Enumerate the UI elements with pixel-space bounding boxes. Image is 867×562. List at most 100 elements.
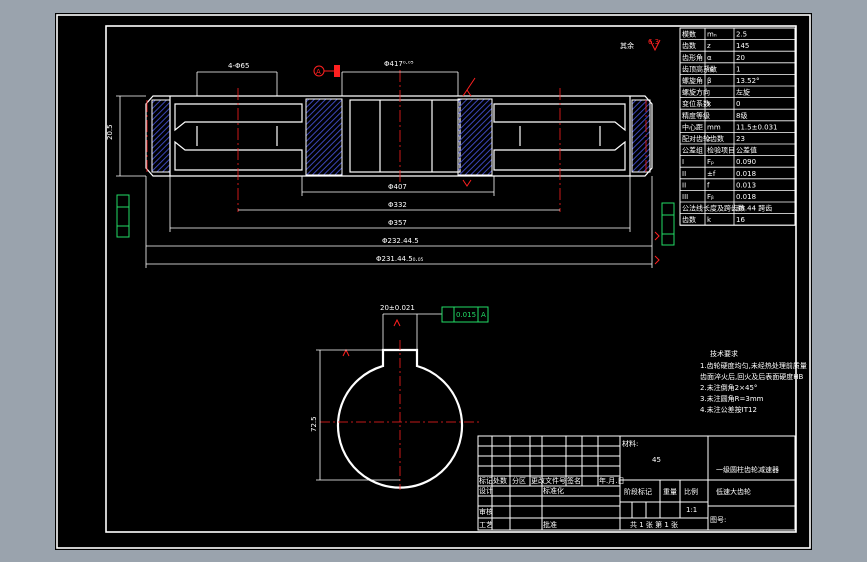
param-table-cell: 变位系数 bbox=[682, 99, 710, 108]
roughness-marks bbox=[342, 39, 661, 357]
dim-root: Φ232.44.5 bbox=[382, 237, 419, 245]
roughness-value: 6.3 bbox=[648, 38, 659, 46]
center-lines bbox=[146, 70, 647, 212]
dim-hub: Φ407 bbox=[388, 183, 407, 191]
row-standard: 标准化 bbox=[543, 486, 564, 495]
dimension-texts: 4-Φ65 Φ417⁰·⁰⁵ Φ407 Φ332 Φ357 Φ232.44.5 … bbox=[106, 60, 424, 263]
dimension-lines bbox=[116, 71, 653, 268]
stage-label: 阶段标记 bbox=[624, 487, 652, 496]
param-table-cell: 精度等级 bbox=[682, 111, 710, 120]
param-table-cell: Fᵦ bbox=[707, 193, 714, 201]
inner-border bbox=[105, 25, 797, 533]
param-table-cell: 23 bbox=[736, 135, 745, 143]
keyway-depth: 72.5 bbox=[310, 416, 318, 432]
param-table-cell: 齿形角 bbox=[682, 53, 703, 62]
param-table-cell: 0 bbox=[736, 100, 740, 108]
tech-title: 技术要求 bbox=[710, 349, 738, 358]
param-table-cell: 齿数 bbox=[682, 215, 696, 224]
drawing-title-1: 一级圆柱齿轮减速器 bbox=[716, 465, 779, 474]
param-table-cell: k bbox=[707, 216, 712, 224]
dim-web: Φ332 bbox=[388, 201, 407, 209]
tech-note-3: 2.未注倒角2×45° bbox=[700, 383, 757, 392]
param-table-cell: 螺旋角 bbox=[682, 76, 703, 85]
param-table-cell: z bbox=[707, 42, 711, 50]
keyway-tol-value: 0.015 bbox=[456, 311, 476, 319]
param-table-cell: 0.018 bbox=[736, 170, 756, 178]
scale-label: 比例 bbox=[684, 487, 698, 496]
drawing-code: 图号: bbox=[710, 516, 726, 524]
param-table-cell: 配对齿轮齿数 bbox=[682, 134, 724, 143]
dim-width: 20.5 bbox=[106, 124, 114, 140]
keyway-dimensions bbox=[316, 313, 442, 481]
param-table-cell: 8级 bbox=[736, 111, 747, 120]
param-table-cell: mm bbox=[707, 123, 721, 131]
row-craft: 工艺 bbox=[479, 521, 493, 529]
param-table-cell: f bbox=[707, 181, 710, 189]
material-label: 材料: bbox=[622, 439, 638, 448]
rev-zone: 分区 bbox=[512, 476, 526, 485]
dim-rim: Φ357 bbox=[388, 219, 407, 227]
param-table-cell: β bbox=[707, 77, 711, 85]
param-table-cell: 螺旋方向 bbox=[682, 88, 710, 97]
param-table-cell: I bbox=[682, 158, 684, 166]
param-table-cell: 38.44 跨齿 bbox=[736, 204, 772, 213]
param-table-cell: 中心距 bbox=[682, 122, 703, 131]
param-table-cell: 11.5±0.031 bbox=[736, 123, 778, 131]
weight-label: 重量 bbox=[663, 488, 677, 496]
sheet-count: 共 1 张 第 1 张 bbox=[630, 520, 678, 529]
param-table-cell: 检验项目 bbox=[707, 146, 735, 155]
tolerance-frame-right bbox=[661, 202, 675, 246]
rev-mark: 标记 bbox=[479, 476, 493, 485]
gear-section-view bbox=[145, 95, 653, 177]
keyway-width: 20±0.021 bbox=[380, 304, 415, 312]
title-block bbox=[477, 435, 796, 531]
param-table-cell: 模数 bbox=[682, 30, 696, 39]
param-table-cell: 13.52° bbox=[736, 77, 760, 85]
param-table-cell: 0.090 bbox=[736, 158, 756, 166]
material-value: 45 bbox=[652, 456, 661, 464]
param-table-cell: 2.5 bbox=[736, 31, 747, 39]
param-table-cell: α bbox=[707, 54, 712, 62]
rev-date: 年.月.日 bbox=[599, 476, 624, 485]
keyway-tolerance-frame: 0.015 A bbox=[441, 306, 489, 323]
param-table-cell: Fₚ bbox=[707, 158, 714, 166]
param-table-cell: 齿数 bbox=[682, 41, 696, 50]
param-table-cell: hₐ bbox=[707, 65, 714, 73]
param-table-cell: 左旋 bbox=[736, 88, 750, 97]
param-table-cell: 16 bbox=[736, 216, 745, 224]
tech-note-4: 3.未注圆角R=3mm bbox=[700, 394, 764, 403]
param-table-cell: 145 bbox=[736, 42, 749, 50]
dim-hole: 4-Φ65 bbox=[228, 62, 249, 70]
tolerance-frame-left bbox=[116, 194, 130, 238]
scale-value: 1:1 bbox=[686, 506, 697, 514]
tech-note-5: 4.未注公差按IT12 bbox=[700, 405, 757, 414]
param-table-cell: 0.018 bbox=[736, 193, 756, 201]
rev-count: 处数 bbox=[493, 476, 507, 485]
param-table-cell: II bbox=[682, 181, 686, 189]
param-table-cell: ±f bbox=[707, 170, 716, 178]
tech-note-2: 齿面淬火后,回火及后表面硬度HB bbox=[700, 372, 803, 381]
technical-requirements: 技术要求 1.齿轮硬度均匀,未经热处理前质量 齿面淬火后,回火及后表面硬度HB … bbox=[700, 349, 807, 414]
hatched-web-sections bbox=[151, 98, 651, 176]
sheet-background bbox=[55, 13, 812, 550]
param-table-cell: 公法线长度及跨齿数 bbox=[682, 204, 745, 213]
dim-bore: Φ417⁰·⁰⁵ bbox=[384, 60, 414, 68]
param-table-cell: 公差组 bbox=[682, 146, 703, 155]
keyway-centerlines bbox=[320, 340, 480, 490]
keyway-view bbox=[336, 348, 464, 489]
param-table-cell: 0.013 bbox=[736, 181, 756, 189]
row-design: 设计 bbox=[479, 486, 493, 495]
param-table-cell: 1 bbox=[736, 65, 740, 73]
param-table-cell: mₙ bbox=[707, 31, 717, 39]
param-table-cell: 公差值 bbox=[736, 146, 757, 155]
dim-tip: Φ231.44.5₀.₀₅ bbox=[376, 255, 424, 263]
param-table-cell: 齿顶高系数 bbox=[682, 64, 717, 73]
datum-marker: A bbox=[313, 65, 340, 77]
keyway-tol-datum: A bbox=[481, 311, 486, 319]
datum-letter: A bbox=[316, 68, 321, 76]
gear-outline bbox=[145, 95, 653, 177]
roughness-note: 其余 bbox=[620, 41, 634, 50]
tech-note-1: 1.齿轮硬度均匀,未经热处理前质量 bbox=[700, 361, 807, 370]
